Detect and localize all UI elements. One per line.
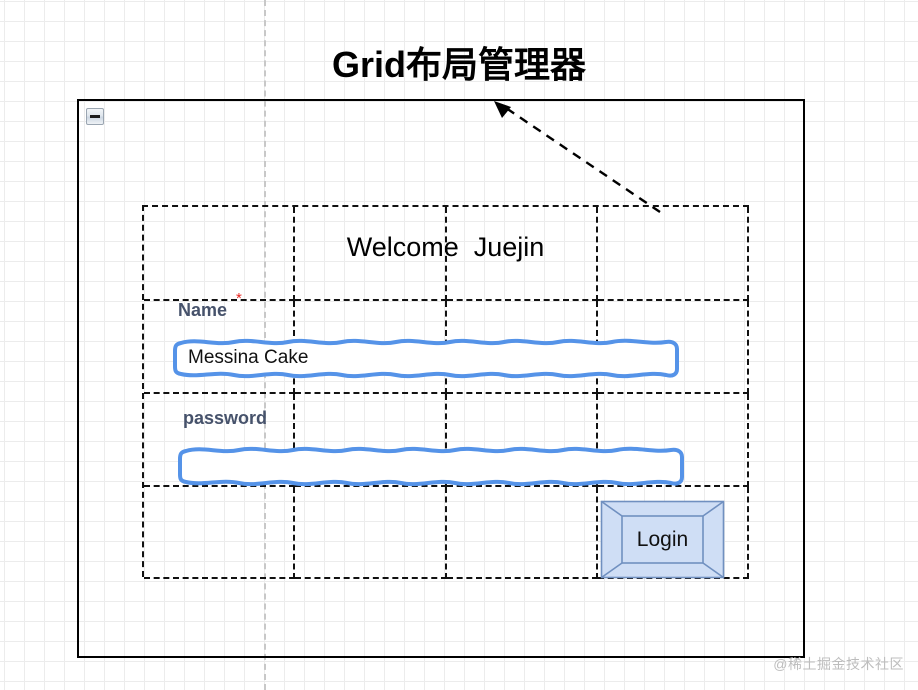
password-input[interactable] bbox=[177, 441, 689, 491]
grid-cell[interactable] bbox=[446, 207, 598, 301]
page-title: Grid布局管理器 bbox=[331, 44, 586, 85]
watermark: @稀土掘金技术社区 bbox=[773, 656, 904, 672]
grid-cell[interactable] bbox=[144, 487, 296, 579]
password-field-label: password bbox=[183, 408, 268, 428]
grid-cell[interactable] bbox=[597, 394, 749, 487]
container-panel bbox=[77, 99, 805, 658]
required-asterisk-icon: * bbox=[236, 290, 242, 307]
grid-cell[interactable] bbox=[144, 207, 296, 301]
grid-cell[interactable] bbox=[295, 487, 447, 579]
login-button[interactable]: Login bbox=[600, 500, 725, 579]
welcome-heading: Welcome Juejin bbox=[346, 232, 545, 262]
grid-cell[interactable] bbox=[295, 394, 447, 487]
collapse-button[interactable] bbox=[86, 108, 104, 125]
grid-cell[interactable] bbox=[295, 207, 447, 301]
grid-cell[interactable] bbox=[144, 394, 296, 487]
grid-cell[interactable] bbox=[597, 301, 749, 394]
grid-cell[interactable] bbox=[597, 207, 749, 301]
name-field-label: Name bbox=[178, 300, 228, 320]
minus-icon bbox=[90, 115, 100, 118]
login-button-label: Login bbox=[636, 527, 689, 551]
name-input-value: Messina Cake bbox=[188, 347, 309, 368]
name-input[interactable]: Messina Cake bbox=[172, 333, 684, 383]
grid-cell[interactable] bbox=[446, 487, 598, 579]
grid-cell[interactable] bbox=[446, 394, 598, 487]
